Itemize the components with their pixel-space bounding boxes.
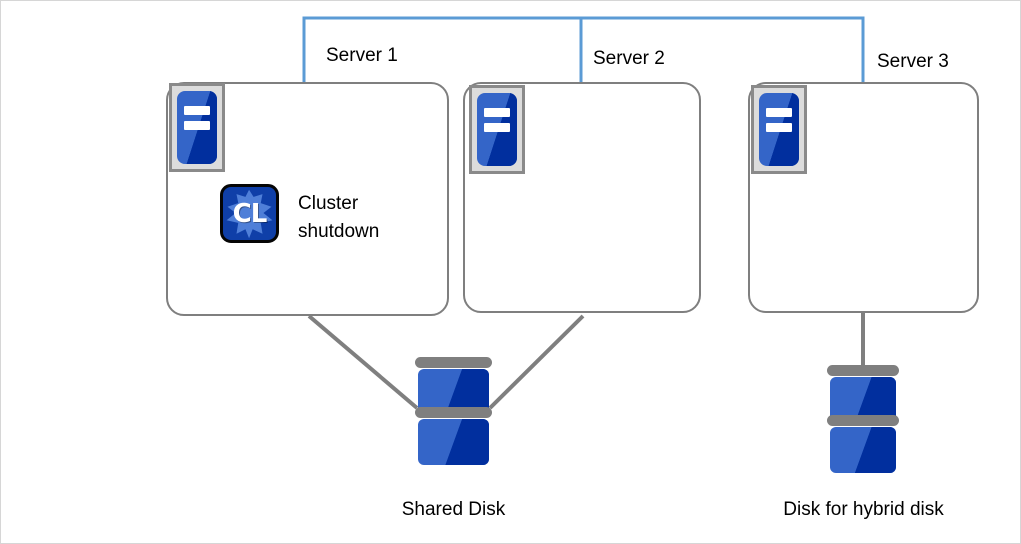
server-icon-slot-1: [484, 107, 510, 118]
disk-platter-shading: [830, 427, 896, 473]
server-icon-slot-2: [766, 122, 792, 133]
disk-pill-top: [827, 365, 899, 376]
disk-pill-top: [415, 357, 492, 368]
shared-disk-caption: Shared Disk for hybrid disk resource: [301, 471, 606, 543]
server-icon: [469, 85, 525, 174]
disk-pill-middle: [827, 415, 899, 426]
server-icon-body: [759, 93, 799, 166]
server-icon-slot-1: [184, 105, 210, 116]
server-icon-slot-2: [484, 122, 510, 133]
server-icon-slot-1: [766, 107, 792, 118]
server-2-label: Server 2: [593, 48, 665, 69]
cluster-shutdown-label-line1: Cluster: [298, 193, 359, 214]
shared-disk-icon[interactable]: [415, 357, 492, 467]
cl-icon-glyph: CL: [232, 198, 268, 229]
shared-disk-caption-line1: Shared Disk: [401, 498, 506, 520]
server-icon-body: [477, 93, 517, 166]
server-icon-slot-2: [184, 120, 210, 131]
cluster-shutdown-icon[interactable]: CL: [220, 184, 279, 243]
cl-icon-burst: [226, 189, 273, 239]
server-3-label: Server 3: [877, 51, 949, 72]
server-2-box[interactable]: [463, 82, 701, 313]
server-1-label: Server 1: [326, 45, 398, 66]
cluster-shutdown-label: Cluster shutdown: [298, 190, 379, 245]
hybrid-disk-icon[interactable]: [827, 365, 899, 473]
server-icon: [169, 83, 225, 172]
cluster-shutdown-label-line2: shutdown: [298, 220, 380, 242]
hybrid-disk-caption-line1: Disk for hybrid disk: [783, 498, 944, 520]
disk-pill-middle: [415, 407, 492, 418]
disk-platter-shading: [418, 419, 489, 465]
server-icon-body: [177, 91, 217, 164]
disk-platter-2: [418, 419, 489, 465]
hybrid-disk-caption: Disk for hybrid disk resource: [736, 471, 991, 543]
server-icon: [751, 85, 807, 174]
disk-platter-2: [830, 427, 896, 473]
